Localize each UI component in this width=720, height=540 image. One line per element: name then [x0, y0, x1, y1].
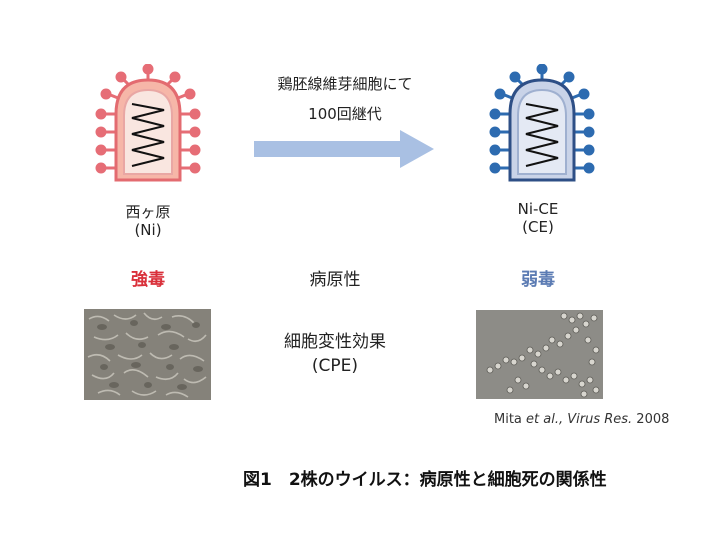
strain-right-virulence: 弱毒: [488, 265, 588, 290]
arrow-text: 鶏胚線維芽細胞にて 100回継代: [240, 74, 450, 124]
citation-journal: Virus Res.: [563, 412, 632, 427]
arrow-text-line2: 100回継代: [240, 104, 450, 124]
passage-arrow: [254, 130, 436, 168]
cell-texture: [84, 309, 211, 400]
citation: Mita et al., Virus Res. 2008: [494, 412, 669, 427]
virulent-cpe-micrograph: [84, 309, 211, 400]
attenuated-virus-diagram: [482, 64, 602, 184]
cpe-label-line1: 細胞変性効果: [255, 330, 415, 354]
cpe-label-line2: (CPE): [255, 354, 415, 378]
strain-left-name-line1: 西ヶ原: [98, 203, 198, 221]
strain-right-name-line2: (CE): [488, 218, 588, 236]
pathogenicity-label: 病原性: [285, 265, 385, 290]
citation-etal: et al.,: [526, 412, 563, 427]
strain-left-virulence: 強毒: [98, 265, 198, 290]
strain-left-name: 西ヶ原 (Ni): [98, 203, 198, 239]
arrow-text-line1: 鶏胚線維芽細胞にて: [240, 74, 450, 94]
virulent-virus-diagram: [88, 64, 208, 184]
cpe-label: 細胞変性効果 (CPE): [255, 330, 415, 378]
attenuated-cpe-micrograph: [476, 310, 603, 399]
strain-right-name: Ni-CE (CE): [488, 200, 588, 236]
strain-right-name-line1: Ni-CE: [488, 200, 588, 218]
citation-year: 2008: [632, 412, 669, 427]
figure-caption: 図1 2株のウイルス：病原性と細胞死の関係性: [243, 465, 607, 490]
strain-left-name-line2: (Ni): [98, 221, 198, 239]
citation-author: Mita: [494, 412, 526, 427]
cell-texture: [476, 310, 603, 399]
